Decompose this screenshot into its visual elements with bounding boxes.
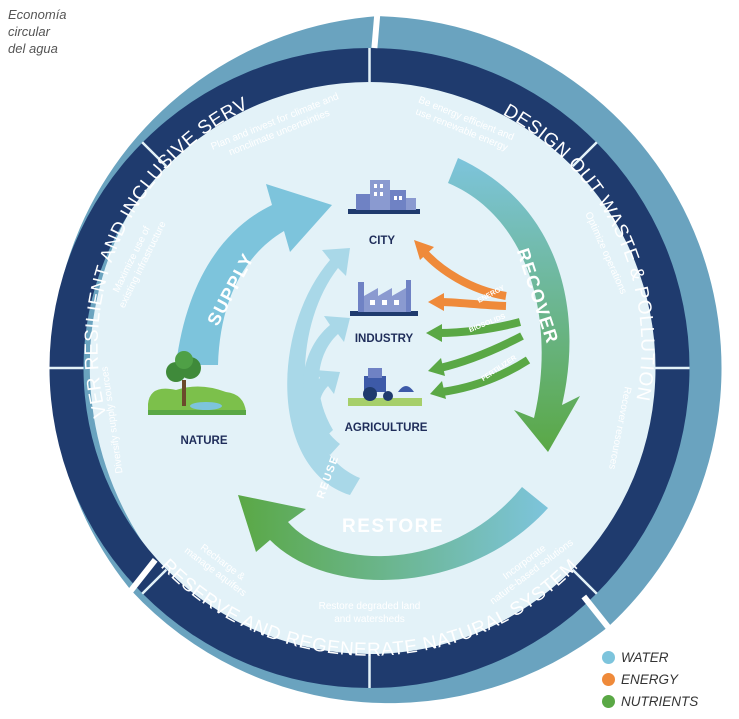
action-separators: [49, 48, 690, 688]
page-title: Economía circular del agua: [8, 6, 67, 57]
action-ring: [49, 48, 690, 688]
water-legend-dot: [602, 650, 615, 664]
node-agriculture: AGRICULTURE: [345, 422, 428, 434]
node-nature: NATURE: [180, 435, 227, 447]
tractor-icon: [348, 368, 422, 406]
legend: WATER ENERGY NUTRIENTS: [602, 646, 698, 712]
nature-icon: [148, 351, 246, 415]
city-icon: [348, 180, 420, 214]
design-band: [374, 16, 722, 628]
preserve-band: [131, 559, 608, 704]
page-title-line: del agua: [8, 41, 58, 56]
legend-item: WATER: [602, 646, 698, 668]
legend-label: NUTRIENTS: [621, 693, 699, 709]
legend-item: NUTRIENTS: [602, 690, 698, 712]
svg-text:RESTORE: RESTORE: [342, 516, 444, 537]
node-city: CITY: [369, 235, 396, 247]
svg-text:and watersheds: and watersheds: [334, 614, 405, 625]
biosolids-flow-arrow: BIOSOLIDS: [426, 313, 524, 376]
reuse-arrows: REUSE: [287, 248, 360, 500]
energy-legend-dot: [602, 672, 615, 686]
legend-label: WATER: [621, 649, 669, 665]
page-title-line: circular: [8, 24, 50, 39]
node-industry: INDUSTRY: [355, 333, 414, 345]
action-restore-land: Restore degraded land and watersheds: [319, 601, 421, 625]
factory-icon: [350, 280, 418, 316]
page-title-line: Economía: [8, 7, 67, 22]
legend-item: ENERGY: [602, 668, 698, 690]
svg-text:Restore degraded land: Restore degraded land: [319, 601, 421, 612]
restore-arrow: RESTORE: [238, 487, 548, 581]
principle-separators: [126, 13, 613, 632]
legend-label: ENERGY: [621, 671, 679, 687]
nutrients-legend-dot: [602, 694, 615, 708]
